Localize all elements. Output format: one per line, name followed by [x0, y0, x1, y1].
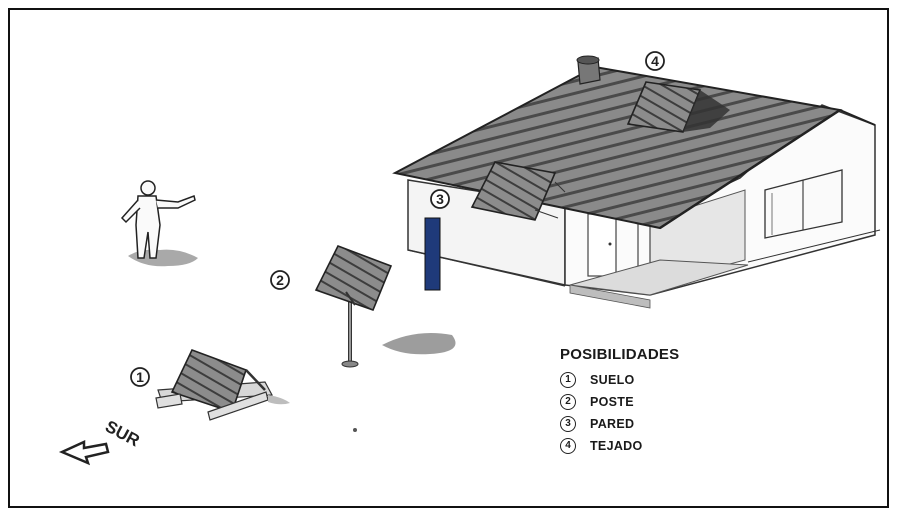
eave-solar-panel [470, 161, 566, 221]
solar-placement-illustration: SUR 1 2 3 4 [58, 51, 881, 466]
south-label: SUR [102, 417, 143, 451]
roof-solar-panel [626, 81, 730, 133]
svg-text:1: 1 [136, 369, 144, 385]
legend-title: POSIBILIDADES [560, 346, 680, 363]
legend: POSIBILIDADES 1 SUELO 2 POSTE 3 PARED 4 … [560, 346, 679, 457]
window [764, 169, 843, 239]
pole-solar-panel [314, 244, 456, 368]
legend-number-icon: 2 [560, 394, 576, 410]
legend-item-suelo: 1 SUELO [560, 369, 679, 391]
legend-number-icon: 1 [560, 372, 576, 388]
house [392, 55, 881, 309]
marker-1: 1 [130, 367, 150, 387]
marker-3: 3 [430, 189, 450, 209]
person-pointing [120, 180, 198, 267]
svg-text:2: 2 [276, 272, 284, 288]
legend-number-icon: 3 [560, 416, 576, 432]
legend-label: SUELO [590, 373, 635, 387]
ground-solar-panel [155, 348, 290, 421]
svg-text:3: 3 [436, 191, 444, 207]
legend-label: POSTE [590, 395, 634, 409]
legend-item-poste: 2 POSTE [560, 391, 679, 413]
legend-item-tejado: 4 TEJADO [560, 435, 679, 457]
chimney [576, 55, 601, 85]
legend-item-pared: 3 PARED [560, 413, 679, 435]
illustration-frame: SUR 1 2 3 4 POSIBILIDADES 1 SUELO 2 [8, 8, 889, 508]
legend-label: TEJADO [590, 439, 643, 453]
marker-4: 4 [645, 51, 665, 71]
legend-number-icon: 4 [560, 438, 576, 454]
south-arrow-icon [58, 440, 110, 466]
svg-text:4: 4 [651, 53, 659, 69]
wall-mount-bar [424, 217, 441, 291]
south-direction-indicator: SUR [58, 417, 143, 466]
marker-2: 2 [270, 270, 290, 290]
door [587, 213, 617, 277]
legend-label: PARED [590, 417, 635, 431]
